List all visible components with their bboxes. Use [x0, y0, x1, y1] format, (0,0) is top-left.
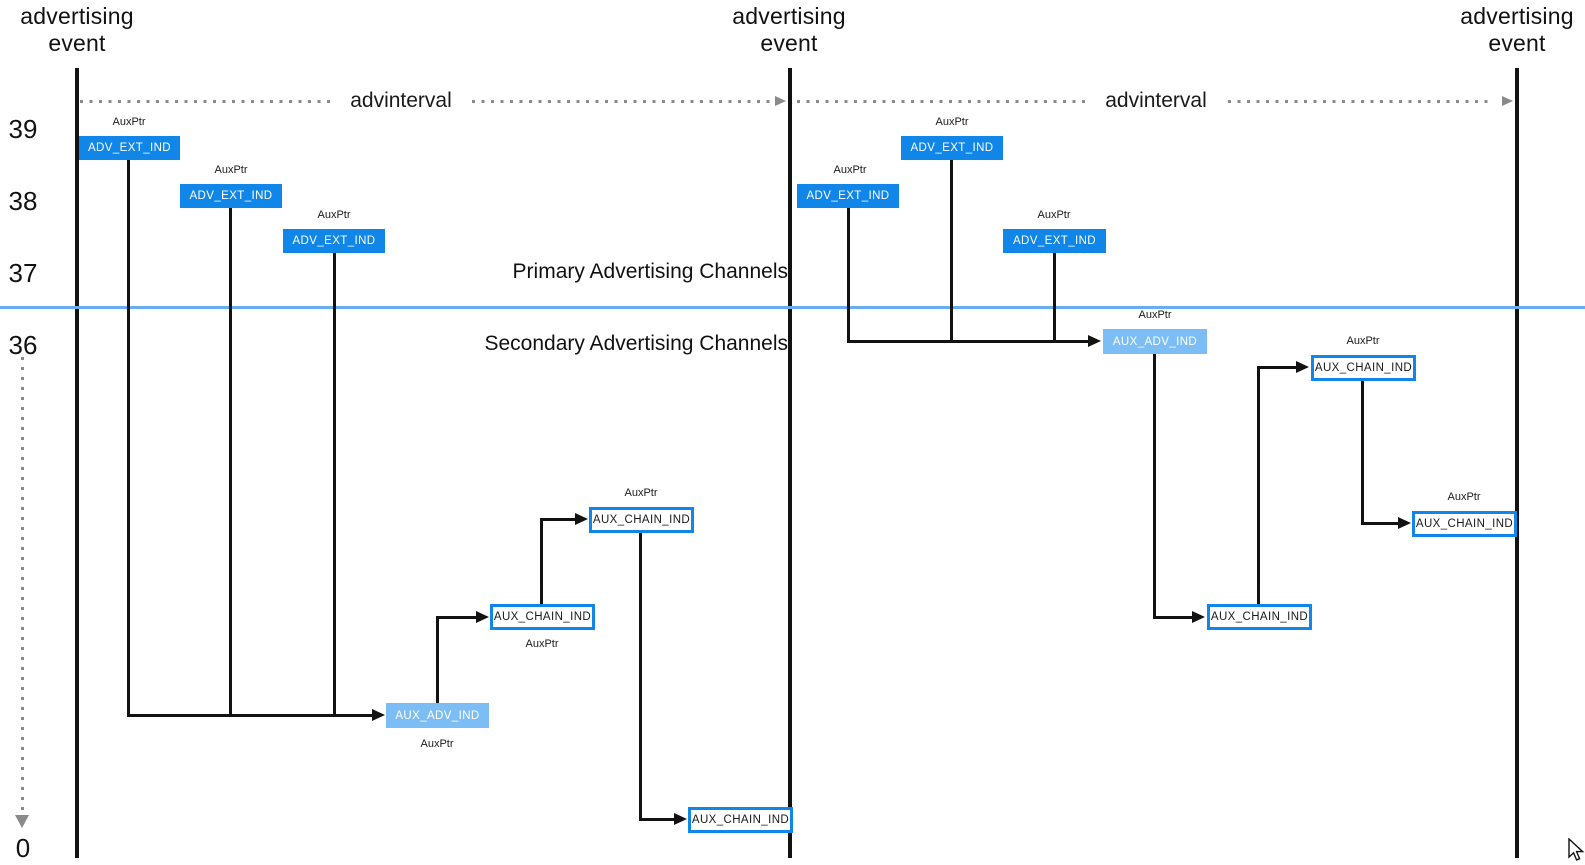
channel-label-37: 37: [8, 258, 38, 288]
advertising-event-line-3: [1515, 68, 1519, 858]
connector-line: [540, 519, 543, 604]
connector-line: [1053, 253, 1056, 340]
auxptr-label: AuxPtr: [833, 164, 867, 176]
packet-aux-chain-ind: AUX_CHAIN_IND: [490, 604, 595, 630]
advinterval-line-segment: [797, 100, 1085, 103]
advinterval-line-segment: [80, 100, 330, 103]
packet-adv-ext-ind: ADV_EXT_IND: [797, 184, 899, 208]
packet-aux-chain-ind: AUX_CHAIN_IND: [1412, 511, 1517, 537]
auxptr-label: AuxPtr: [420, 738, 454, 750]
connector-line: [950, 160, 953, 340]
connector-line: [1153, 354, 1156, 617]
connector-line: [333, 253, 336, 716]
channel-divider-line: [0, 306, 1585, 309]
channel-label-39: 39: [8, 114, 38, 144]
auxptr-label: AuxPtr: [1447, 491, 1481, 503]
auxptr-label: AuxPtr: [317, 209, 351, 221]
auxptr-label: AuxPtr: [112, 116, 146, 128]
advertising-event-label: advertising event: [679, 3, 899, 57]
connector-line: [127, 160, 130, 716]
arrowhead-icon: [1192, 611, 1205, 623]
advinterval-line-segment: [472, 100, 773, 103]
advertising-event-label-line1: advertising: [1460, 3, 1574, 29]
auxptr-label: AuxPtr: [935, 116, 969, 128]
advertising-event-label-line2: event: [760, 30, 818, 56]
advinterval-label: advinterval: [330, 89, 472, 113]
arrowhead-icon: [372, 709, 385, 721]
advertising-event-label-line2: event: [1488, 30, 1546, 56]
connector-line: [1257, 366, 1296, 369]
advertising-event-label: advertising event: [0, 3, 187, 57]
arrowhead-icon: [476, 611, 489, 623]
connector-line: [436, 617, 439, 703]
packet-aux-adv-ind: AUX_ADV_IND: [386, 703, 489, 728]
connector-line: [1361, 381, 1364, 523]
auxptr-label: AuxPtr: [624, 487, 658, 499]
packet-adv-ext-ind: ADV_EXT_IND: [1003, 229, 1106, 253]
channel-axis-dotted-line: [20, 357, 24, 813]
advinterval-label: advinterval: [1085, 89, 1227, 113]
channel-label-38: 38: [8, 186, 38, 216]
packet-adv-ext-ind: ADV_EXT_IND: [901, 136, 1003, 160]
advertising-event-line-1: [75, 68, 79, 858]
auxptr-label: AuxPtr: [214, 164, 248, 176]
channel-axis-arrowhead-icon: [15, 815, 29, 828]
packet-aux-chain-ind: AUX_CHAIN_IND: [1207, 604, 1312, 630]
packet-adv-ext-ind: ADV_EXT_IND: [79, 136, 180, 160]
connector-line: [1153, 616, 1192, 619]
connector-line: [540, 518, 575, 521]
arrowhead-icon: [575, 513, 588, 525]
packet-aux-chain-ind: AUX_CHAIN_IND: [1311, 355, 1416, 381]
channel-label-36: 36: [8, 330, 38, 360]
auxptr-label: AuxPtr: [1138, 309, 1172, 321]
advertising-event-label-line1: advertising: [20, 3, 134, 29]
packet-aux-adv-ind: AUX_ADV_IND: [1103, 329, 1207, 354]
advinterval-line-segment: [1228, 100, 1494, 103]
advinterval-arrowhead-icon: [775, 96, 786, 106]
connector-line: [127, 714, 373, 717]
connector-line: [847, 208, 850, 340]
arrowhead-icon: [674, 813, 687, 825]
advertising-event-label-line1: advertising: [732, 3, 846, 29]
arrowhead-icon: [1088, 335, 1101, 347]
connector-line: [436, 616, 476, 619]
arrowhead-icon: [1296, 361, 1309, 373]
packet-adv-ext-ind: ADV_EXT_IND: [283, 229, 385, 253]
connector-line: [229, 208, 232, 716]
packet-aux-chain-ind: AUX_CHAIN_IND: [589, 507, 694, 533]
connector-line: [1257, 367, 1260, 604]
packet-adv-ext-ind: ADV_EXT_IND: [180, 184, 282, 208]
channel-label-0: 0: [15, 833, 31, 863]
auxptr-label: AuxPtr: [525, 638, 559, 650]
connector-line: [639, 533, 642, 820]
advertising-event-label: advertising event: [1407, 3, 1585, 57]
secondary-channels-label: Secondary Advertising Channels: [484, 332, 788, 355]
advinterval-arrowhead-icon: [1502, 96, 1513, 106]
connector-line: [1361, 522, 1398, 525]
mouse-cursor: [1568, 838, 1585, 861]
auxptr-label: AuxPtr: [1346, 335, 1380, 347]
auxptr-label: AuxPtr: [1037, 209, 1071, 221]
advertising-event-line-2: [788, 68, 792, 858]
primary-channels-label: Primary Advertising Channels: [512, 260, 788, 283]
arrowhead-icon: [1398, 517, 1411, 529]
connector-line: [639, 818, 674, 821]
packet-aux-chain-ind: AUX_CHAIN_IND: [688, 807, 793, 833]
advertising-event-label-line2: event: [48, 30, 106, 56]
connector-line: [847, 340, 1088, 343]
